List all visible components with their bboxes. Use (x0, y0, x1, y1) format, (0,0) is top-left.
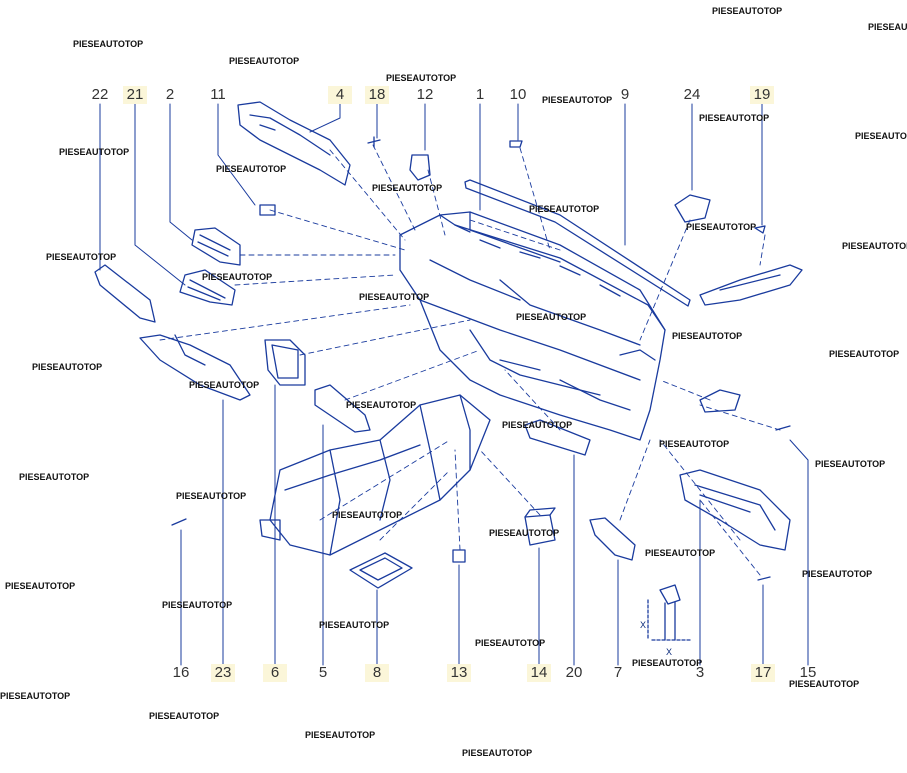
watermark: PIESEAUTOTOP (319, 620, 390, 630)
part-glovebox-trim (679, 469, 791, 551)
watermark: PIESEAUTOTOP (672, 331, 743, 341)
callout-20: 20 (565, 664, 583, 681)
watermark: PIESEAUTOTOP (829, 349, 900, 359)
watermark: PIESEAUTOTOP (202, 272, 273, 282)
watermark: PIESEAUTOTOP (475, 638, 546, 648)
dim-mark-x2: X (666, 647, 672, 657)
callout-14: 14 (527, 664, 551, 682)
watermark: PIESEAUTOTOP (216, 164, 287, 174)
watermark: PIESEAUTOTOP (802, 569, 873, 579)
part-upper-left-trim (237, 101, 351, 186)
watermark: PIESEAUTOTOP (346, 400, 417, 410)
center-console (259, 394, 491, 556)
callout-12: 12 (416, 86, 434, 103)
watermark: PIESEAUTOTOP (855, 131, 907, 141)
callout-11: 11 (210, 86, 226, 103)
watermark: PIESEAUTOTOP (332, 510, 403, 520)
top-trim-strip (464, 179, 691, 307)
watermark: PIESEAUTOTOP (632, 658, 703, 668)
watermark: PIESEAUTOTOP (305, 730, 376, 740)
callout-21: 21 (123, 86, 147, 104)
callout-10: 10 (509, 86, 527, 103)
callout-9: 9 (620, 86, 630, 103)
callout-16: 16 (172, 664, 190, 681)
part-vent-lower (179, 269, 236, 306)
callout-13: 13 (447, 664, 471, 682)
part-clip (452, 549, 466, 563)
part-console-trim (524, 419, 591, 456)
callout-22: 22 (91, 86, 109, 103)
watermark: PIESEAUTOTOP (645, 548, 716, 558)
watermark: PIESEAUTOTOP (73, 39, 144, 49)
callout-23: 23 (211, 664, 235, 682)
watermark: PIESEAUTOTOP (789, 679, 860, 689)
part-cup (524, 514, 556, 546)
watermark: PIESEAUTOTOP (59, 147, 130, 157)
fastener-detail (647, 584, 691, 641)
screws (171, 136, 791, 581)
watermark: PIESEAUTOTOP (386, 73, 457, 83)
watermark: PIESEAUTOTOP (372, 183, 443, 193)
watermark: PIESEAUTOTOP (5, 581, 76, 591)
watermark: PIESEAUTOTOP (842, 241, 907, 251)
watermark: PIESEAUTOTOP (529, 204, 600, 214)
dim-mark-x1: X (640, 620, 646, 630)
part-small-clip (509, 140, 523, 148)
callout-3: 3 (695, 664, 705, 681)
watermark: PIESEAUTOTOP (46, 252, 117, 262)
watermark: PIESEAUTOTOP (359, 292, 430, 302)
watermark: PIESEAUTOTOP (229, 56, 300, 66)
part-block (674, 194, 711, 223)
watermark: PIESEAUTOTOP (516, 312, 587, 322)
watermark: PIESEAUTOTOP (462, 748, 533, 758)
watermark: PIESEAUTOTOP (32, 362, 103, 372)
callout-2: 2 (165, 86, 175, 103)
part-left-side-piece (94, 264, 156, 323)
watermark: PIESEAUTOTOP (149, 711, 220, 721)
assembly-lines (159, 144, 781, 576)
watermark: PIESEAUTOTOP (868, 22, 907, 32)
watermark: PIESEAUTOTOP (502, 420, 573, 430)
part-lower-left-trim (139, 334, 251, 401)
callout-1: 1 (475, 86, 485, 103)
callout-6: 6 (263, 664, 287, 682)
callout-15: 15 (799, 664, 817, 681)
part-top-clip (409, 154, 431, 181)
watermark: PIESEAUTOTOP (19, 472, 90, 482)
leader-lines (99, 103, 809, 666)
watermark: PIESEAUTOTOP (162, 600, 233, 610)
watermark: PIESEAUTOTOP (489, 528, 560, 538)
dashboard-panel (399, 211, 666, 441)
callout-18: 18 (365, 86, 389, 104)
part-vent-upper (191, 227, 241, 266)
watermark: PIESEAUTOTOP (686, 222, 757, 232)
part-tray (349, 552, 413, 589)
watermark: PIESEAUTOTOP (0, 691, 71, 701)
part-right-bracket (699, 264, 803, 306)
callout-5: 5 (318, 664, 328, 681)
callout-24: 24 (683, 86, 701, 103)
watermark: PIESEAUTOTOP (712, 6, 783, 16)
part-lower-trim (589, 517, 636, 561)
callout-8: 8 (365, 664, 389, 682)
part-side-bracket (314, 384, 371, 433)
part-frame (264, 339, 306, 386)
callout-7: 7 (613, 664, 623, 681)
watermark: PIESEAUTOTOP (699, 113, 770, 123)
callout-19: 19 (750, 86, 774, 104)
watermark: PIESEAUTOTOP (176, 491, 247, 501)
callout-17: 17 (751, 664, 775, 682)
watermark: PIESEAUTOTOP (542, 95, 613, 105)
part-bracket-11 (259, 204, 276, 216)
callout-4: 4 (328, 86, 352, 104)
watermark: PIESEAUTOTOP (815, 459, 886, 469)
watermark: PIESEAUTOTOP (659, 439, 730, 449)
watermark: PIESEAUTOTOP (189, 380, 260, 390)
part-mount-bracket (699, 389, 741, 413)
